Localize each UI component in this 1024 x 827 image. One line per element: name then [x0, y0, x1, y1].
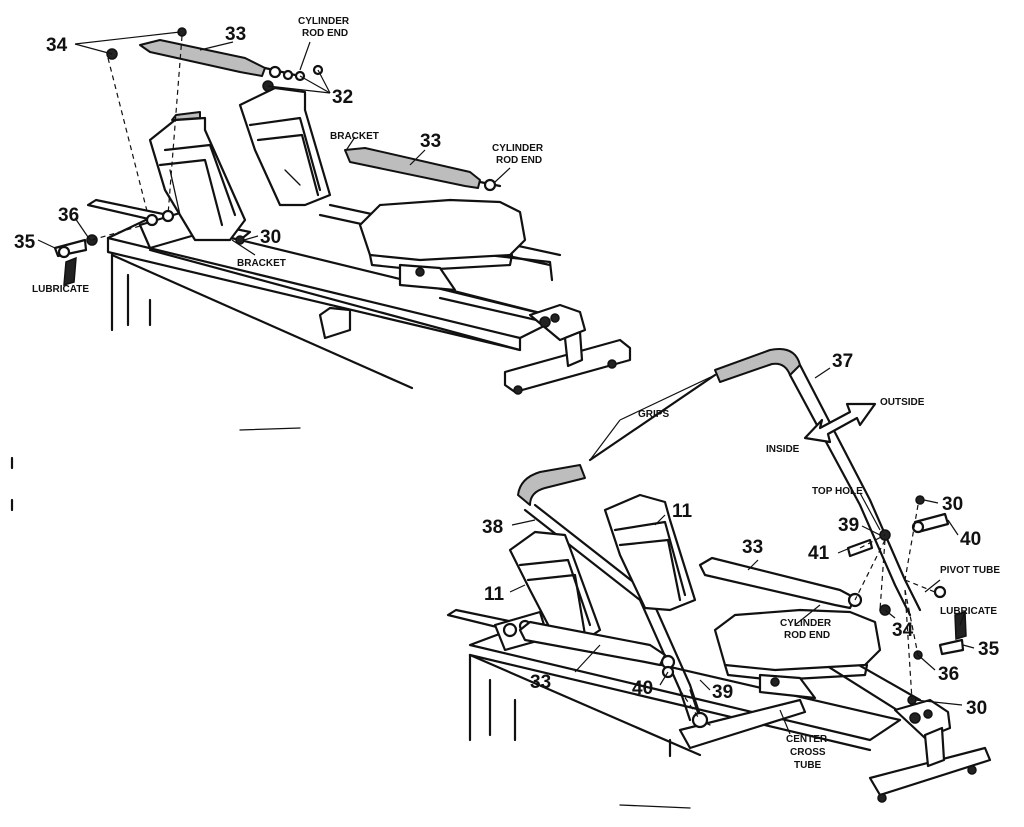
bottom-callout-37: 37: [832, 351, 853, 372]
bottom-label-rod-end: ROD END: [784, 630, 830, 641]
top-floor-lines: [110, 253, 414, 431]
bottom-callout-35: 35: [978, 639, 1000, 660]
bottom-label-tube: TUBE: [794, 760, 822, 771]
bottom-fasteners: [661, 495, 967, 721]
bottom-assembly: 37 30 40 39 41 33 11 38 11 34 35 36 30 4…: [10, 348, 1000, 809]
bottom-callout-34: 34: [892, 620, 914, 641]
grip-right: [714, 348, 801, 383]
bottom-callout-40a: 40: [960, 529, 981, 550]
inside-outside-arrow: [803, 402, 877, 444]
bottom-cylinder-b: [698, 556, 863, 610]
top-callout-33b: 33: [420, 131, 441, 152]
top-label-bracket-2: BRACKET: [237, 258, 286, 269]
top-callout-32: 32: [332, 87, 353, 108]
top-callout-30: 30: [260, 227, 281, 248]
bottom-callout-30a: 30: [942, 494, 963, 515]
bottom-label-cross: CROSS: [790, 747, 826, 758]
top-label-rod-end-2: ROD END: [496, 155, 542, 166]
top-seat: [358, 198, 527, 292]
top-cylinder-a: [139, 39, 297, 81]
top-assembly: 34 33 32 33 36 35 30 CYLINDER ROD END BR…: [14, 16, 632, 431]
top-label-bracket-1: BRACKET: [330, 131, 379, 142]
top-label-lubricate: LUBRICATE: [32, 284, 89, 295]
bottom-callout-33b: 33: [530, 672, 551, 693]
top-callout-34: 34: [46, 35, 68, 56]
top-leaders: [37, 31, 511, 256]
bottom-callout-41: 41: [808, 543, 830, 564]
top-callout-33a: 33: [225, 24, 246, 45]
bottom-label-cylinder: CYLINDER: [780, 618, 832, 629]
bottom-callout-30b: 30: [966, 698, 987, 719]
bottom-cylinder-a: [518, 620, 676, 670]
top-callout-36: 36: [58, 205, 79, 226]
lubricate-tube: [63, 256, 77, 287]
bottom-callout-36: 36: [938, 664, 959, 685]
bottom-label-pivot-tube: PIVOT TUBE: [940, 565, 1000, 576]
bottom-floor-lines: [10, 456, 702, 809]
top-fasteners: [53, 27, 324, 287]
bottom-callout-38: 38: [482, 517, 503, 538]
bottom-leaders: [509, 367, 975, 735]
top-label-cylinder-2: CYLINDER: [492, 143, 544, 154]
bottom-label-lubricate: LUBRICATE: [940, 606, 997, 617]
bottom-label-grips: GRIPS: [638, 409, 669, 420]
bottom-label-center: CENTER: [786, 734, 828, 745]
bottom-callout-11b: 11: [484, 584, 505, 605]
bottom-label-outside: OUTSIDE: [880, 397, 925, 408]
axle-35: [57, 245, 71, 259]
bottom-callout-11a: 11: [672, 501, 693, 522]
bottom-label-inside: INSIDE: [766, 444, 800, 455]
top-callout-35: 35: [14, 232, 36, 253]
bottom-callout-39b: 39: [712, 682, 733, 703]
top-label-rod-end-1: ROD END: [302, 28, 348, 39]
bottom-callout-39a: 39: [838, 515, 859, 536]
bottom-label-top-hole: TOP HOLE: [812, 486, 863, 497]
bottom-callout-40b: 40: [632, 678, 653, 699]
top-label-cylinder-1: CYLINDER: [298, 16, 350, 27]
bottom-seat: [713, 608, 882, 700]
bottom-callout-33a: 33: [742, 537, 763, 558]
top-cylinder-b: [344, 147, 502, 192]
bottom-footrests: [508, 493, 697, 642]
grip-left: [517, 464, 586, 506]
